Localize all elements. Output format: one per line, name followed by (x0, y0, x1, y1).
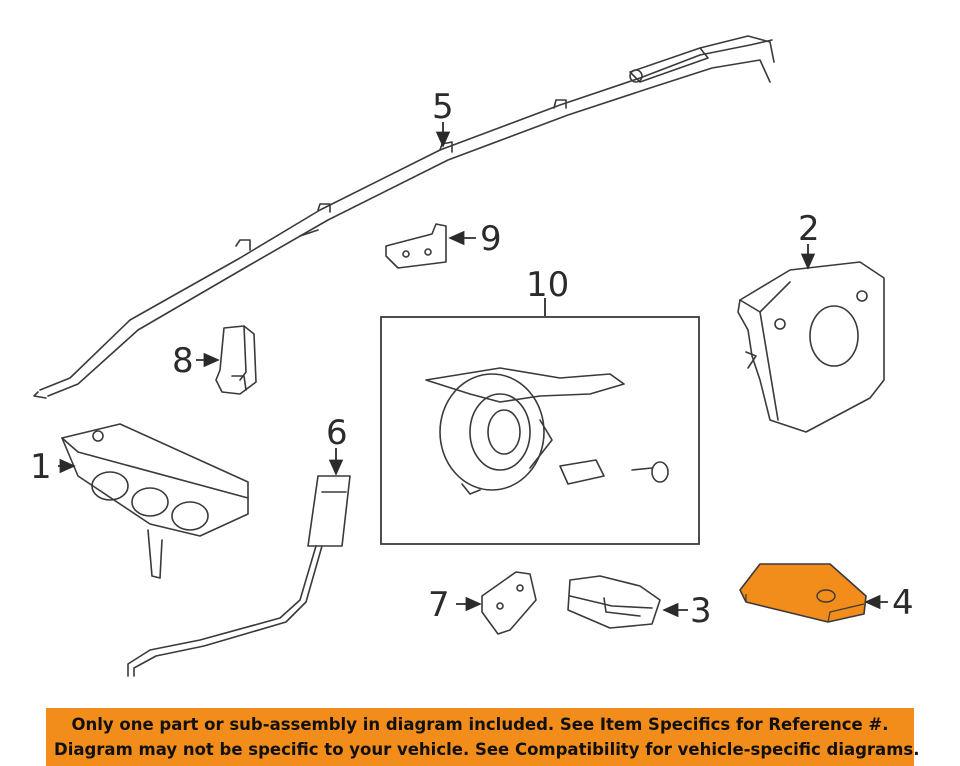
callout-4: 4 (892, 583, 914, 623)
callout-8: 8 (172, 341, 194, 381)
part-9-bracket[interactable] (385, 223, 447, 269)
disclaimer-line-2: Diagram may not be specific to your vehi… (54, 740, 920, 759)
part-7-bracket[interactable] (481, 571, 537, 635)
part-2-driver-airbag[interactable] (737, 261, 885, 433)
callout-7: 7 (428, 585, 450, 625)
callout-2: 2 (798, 209, 820, 249)
callout-9: 9 (480, 219, 502, 259)
part-8-connector[interactable] (215, 325, 257, 395)
callout-6: 6 (326, 413, 348, 453)
leader-lines (58, 122, 888, 618)
part-6-sensor[interactable] (127, 475, 351, 677)
part-4-sensor-module[interactable] (739, 563, 867, 623)
disclaimer-banner: Only one part or sub-assembly in diagram… (46, 708, 920, 766)
part-3-module[interactable] (567, 575, 661, 629)
callout-3: 3 (690, 591, 712, 631)
callout-10: 10 (526, 265, 569, 305)
parts-diagram: 1 2 3 4 5 6 7 8 9 10 (30, 35, 914, 677)
part-10-clockspring[interactable] (380, 316, 700, 545)
callout-1: 1 (30, 447, 52, 487)
callout-5: 5 (432, 87, 454, 127)
part-5-curtain-airbag[interactable] (33, 35, 775, 399)
part-1-passenger-airbag[interactable] (61, 423, 249, 579)
disclaimer-line-1: Only one part or sub-assembly in diagram… (71, 715, 889, 734)
